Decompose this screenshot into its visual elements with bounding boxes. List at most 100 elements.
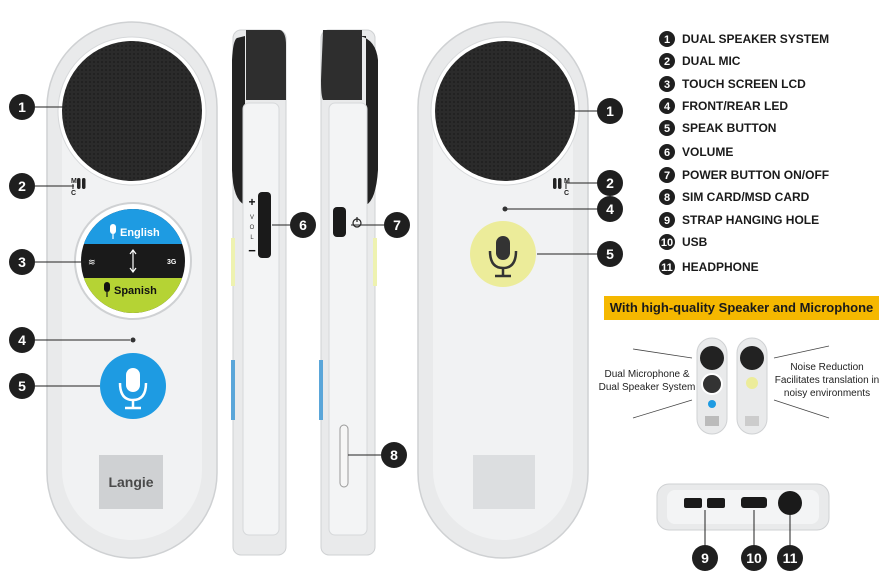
side-device-power xyxy=(319,29,378,556)
sim-card-slot xyxy=(339,424,349,488)
svg-text:FRONT/REAR LED: FRONT/REAR LED xyxy=(682,99,788,113)
headphone-jack xyxy=(778,491,802,515)
marker-2-back: 2 xyxy=(597,170,623,196)
brand-plate xyxy=(99,455,163,509)
callout-left-2: Dual Speaker System xyxy=(599,382,696,393)
svg-text:8: 8 xyxy=(664,192,670,204)
svg-text:3: 3 xyxy=(18,254,26,270)
strap-hole xyxy=(684,498,702,508)
svg-text:10: 10 xyxy=(746,550,762,566)
svg-text:4: 4 xyxy=(18,332,26,348)
mic-small-icon xyxy=(110,224,116,239)
legend-item: 4 FRONT/REAR LED xyxy=(659,98,788,114)
legend-item: 8 SIM CARD/MSD CARD xyxy=(659,189,810,205)
svg-text:VOLUME: VOLUME xyxy=(682,145,733,159)
side-device-volume: + V O L − xyxy=(231,29,287,556)
back-speaker xyxy=(435,41,575,181)
marker-9: 9 xyxy=(692,545,718,571)
touch-screen-lcd: English 3G ≋ Spanish xyxy=(74,202,192,320)
svg-text:1: 1 xyxy=(18,99,26,115)
svg-text:2: 2 xyxy=(606,175,614,191)
svg-text:I: I xyxy=(72,184,74,191)
lang-top-label: English xyxy=(120,227,160,239)
volume-control: + V O L − xyxy=(248,192,271,258)
marker-10: 10 xyxy=(741,545,767,571)
legend-item: 2 DUAL MIC xyxy=(659,53,741,69)
front-speak-button xyxy=(100,353,166,419)
back-plate xyxy=(473,455,535,509)
svg-text:M: M xyxy=(71,178,77,185)
svg-text:SPEAK BUTTON: SPEAK BUTTON xyxy=(682,121,776,135)
callout-right-1: Noise Reduction xyxy=(790,362,863,373)
svg-text:7: 7 xyxy=(664,170,670,182)
svg-text:9: 9 xyxy=(701,550,709,566)
svg-text:4: 4 xyxy=(664,101,671,113)
legend-item: 9 STRAP HANGING HOLE xyxy=(659,212,819,228)
feature-banner: With high-quality Speaker and Microphone xyxy=(604,296,879,320)
vol-minus: − xyxy=(248,243,256,258)
svg-text:DUAL SPEAKER SYSTEM: DUAL SPEAKER SYSTEM xyxy=(682,32,829,46)
back-speak-button xyxy=(470,221,536,287)
callout-lines xyxy=(632,345,830,419)
marker-1: 1 xyxy=(9,94,35,120)
leader-lines xyxy=(35,106,791,545)
front-speaker xyxy=(62,41,202,181)
svg-text:STRAP HANGING HOLE: STRAP HANGING HOLE xyxy=(682,213,819,227)
legend-item: 10 USB xyxy=(659,234,708,250)
svg-text:M: M xyxy=(564,178,570,185)
front-mic-icon: M I C xyxy=(71,178,86,197)
svg-text:5: 5 xyxy=(18,378,26,394)
power-button xyxy=(333,207,362,237)
svg-text:1: 1 xyxy=(606,103,614,119)
svg-text:1: 1 xyxy=(664,34,670,46)
marker-5: 5 xyxy=(9,373,35,399)
svg-text:10: 10 xyxy=(661,237,673,249)
callout-right-2: Facilitates translation in xyxy=(775,375,880,386)
svg-text:SIM CARD/MSD CARD: SIM CARD/MSD CARD xyxy=(682,190,810,204)
svg-text:2: 2 xyxy=(664,56,670,68)
svg-text:9: 9 xyxy=(664,215,670,227)
svg-text:6: 6 xyxy=(299,217,307,233)
strap-hole xyxy=(707,498,725,508)
wifi-icon: ≋ xyxy=(88,257,96,267)
marker-7: 7 xyxy=(384,212,410,238)
marker-11: 11 xyxy=(777,545,803,571)
back-device: M I C xyxy=(417,21,589,559)
swap-arrow-icon xyxy=(129,249,137,273)
marker-8: 8 xyxy=(381,442,407,468)
svg-text:11: 11 xyxy=(661,262,673,274)
vol-letter: L xyxy=(250,235,254,241)
marker-5-back: 5 xyxy=(597,241,623,267)
svg-text:USB: USB xyxy=(682,235,708,249)
mic-small-icon xyxy=(104,282,110,297)
marker-6: 6 xyxy=(290,212,316,238)
callout-right-3: noisy environments xyxy=(784,388,870,399)
svg-text:5: 5 xyxy=(606,246,614,262)
lang-bottom-label: Spanish xyxy=(114,285,157,297)
svg-text:DUAL MIC: DUAL MIC xyxy=(682,54,741,68)
svg-text:7: 7 xyxy=(393,217,401,233)
legend-item: 1 DUAL SPEAKER SYSTEM xyxy=(659,31,829,47)
back-mic-icon: M I C xyxy=(553,178,570,197)
svg-text:I: I xyxy=(565,184,567,191)
legend-item: 5 SPEAK BUTTON xyxy=(659,120,776,136)
back-led xyxy=(502,206,508,212)
vol-letter: O xyxy=(250,225,255,231)
svg-text:2: 2 xyxy=(18,178,26,194)
front-led xyxy=(130,337,136,343)
svg-text:C: C xyxy=(71,190,76,197)
svg-text:4: 4 xyxy=(606,201,614,217)
vol-letter: V xyxy=(250,215,254,221)
mini-device-back xyxy=(736,337,768,435)
marker-1-back: 1 xyxy=(597,98,623,124)
svg-text:TOUCH SCREEN LCD: TOUCH SCREEN LCD xyxy=(682,77,806,91)
marker-3: 3 xyxy=(9,249,35,275)
svg-text:11: 11 xyxy=(783,550,798,566)
svg-text:5: 5 xyxy=(664,123,670,135)
